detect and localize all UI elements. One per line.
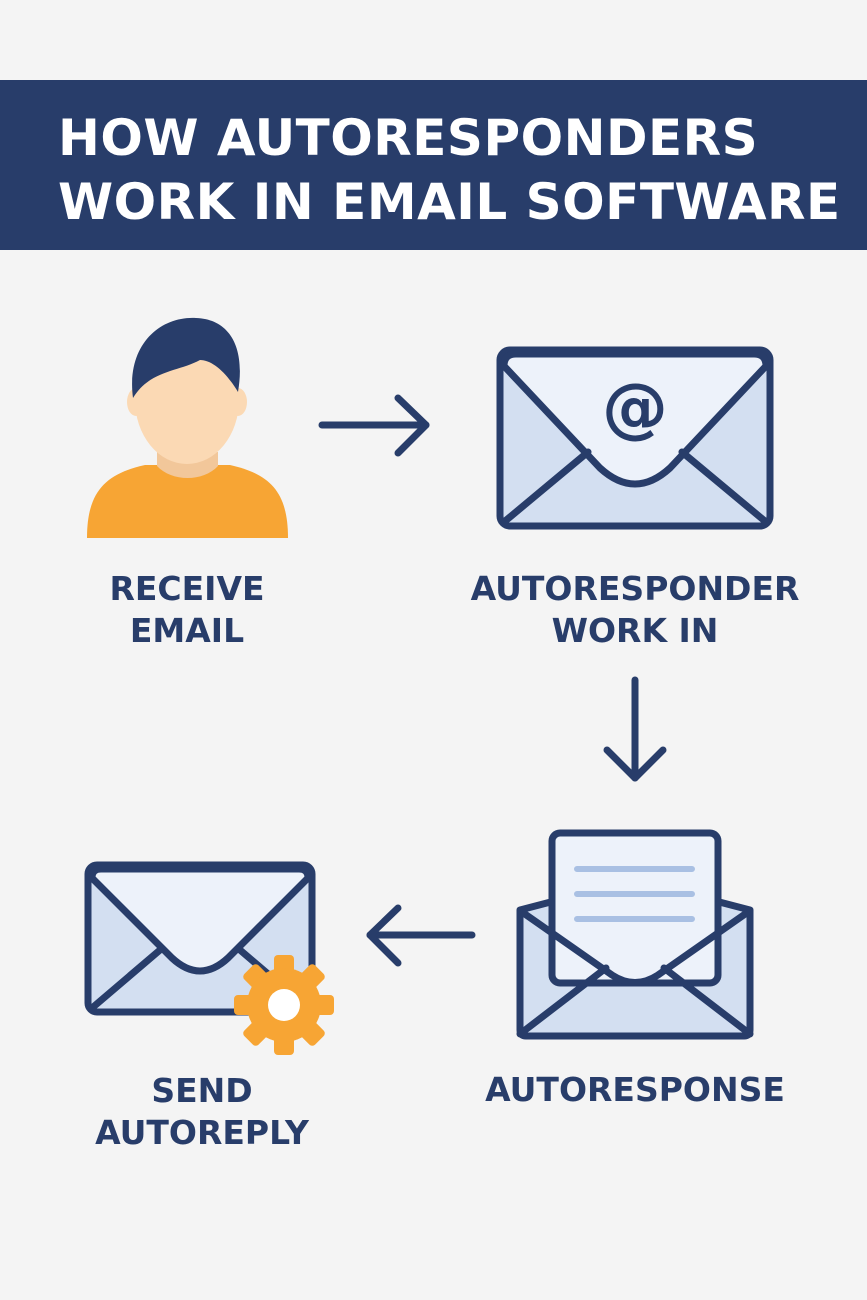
person-icon — [87, 317, 288, 538]
step-label-line: EMAIL — [129, 611, 245, 650]
title-line-2: WORK IN EMAIL SOFTWARE — [58, 173, 841, 231]
step-label-send-autoreply: SEND AUTOREPLY — [67, 1070, 337, 1154]
step-label-line: WORK IN — [551, 611, 719, 650]
envelope-gear-icon — [84, 861, 334, 1055]
arrow-right-icon — [318, 394, 430, 457]
svg-text:@: @ — [602, 369, 668, 446]
gear-icon — [234, 955, 334, 1055]
step-label-line: AUTORESPONSE — [485, 1070, 785, 1109]
step-label-autoresponse: AUTORESPONSE — [455, 1069, 815, 1111]
title-line-1: HOW AUTORESPONDERS — [58, 109, 759, 167]
arrow-left-icon — [366, 904, 476, 967]
step-label-autoresponder: AUTORESPONDER WORK IN — [455, 568, 815, 652]
step-label-line: SEND — [151, 1071, 253, 1110]
title-banner: HOW AUTORESPONDERS WORK IN EMAIL SOFTWAR… — [0, 80, 867, 250]
step-label-line: AUTORESPONDER — [470, 569, 800, 608]
step-label-line: AUTOREPLY — [95, 1113, 309, 1152]
arrow-down-icon — [603, 676, 667, 782]
email-at-icon: @ — [496, 346, 774, 530]
open-envelope-letter-icon — [516, 829, 754, 1040]
step-label-receive-email: RECEIVE EMAIL — [67, 568, 307, 652]
step-label-line: RECEIVE — [109, 569, 265, 608]
